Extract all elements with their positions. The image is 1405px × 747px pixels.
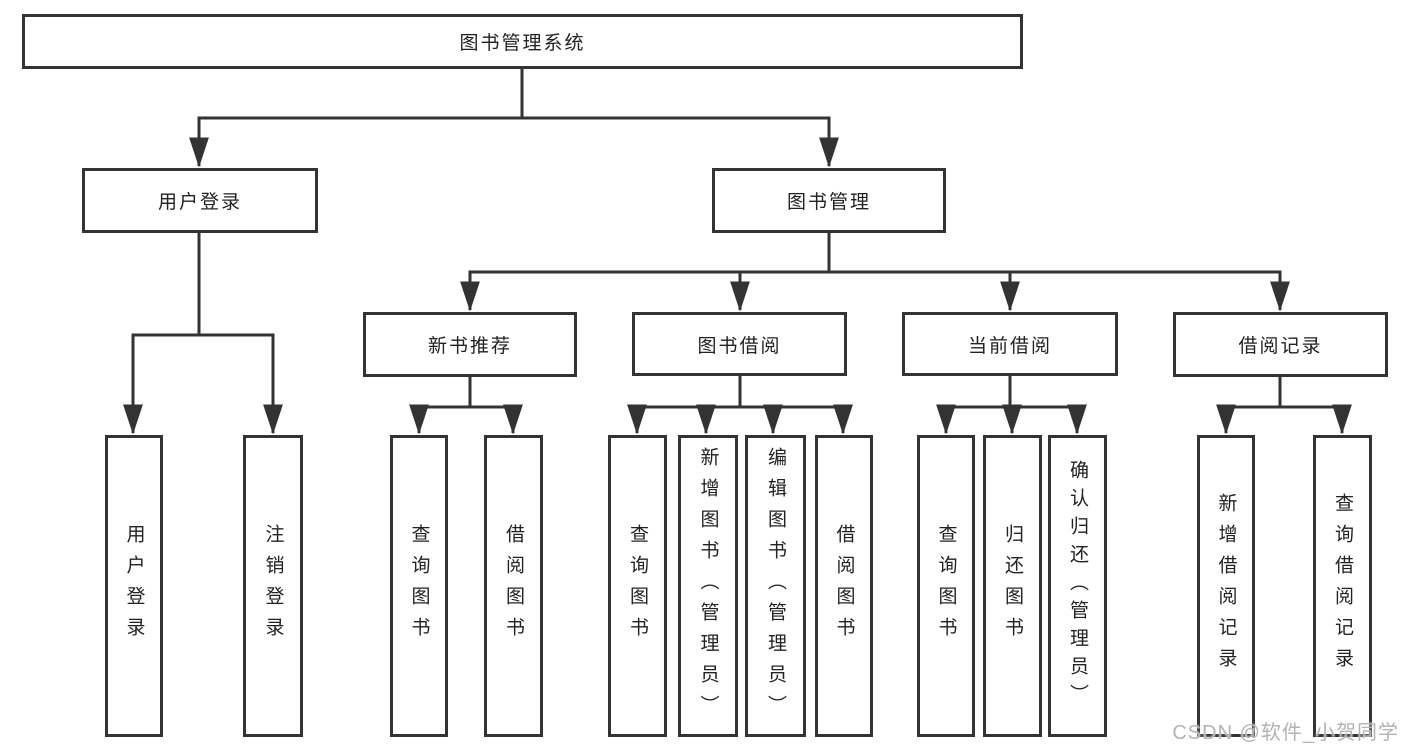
node-label: 图书管理 [786,192,871,213]
leaf-label: 新增借阅记录 [1215,493,1237,679]
node-label: 借阅记录 [1238,336,1323,357]
node-current-borrowing: 当前借阅 [902,312,1118,376]
leaf-add-books-admin: 新增图书（管理员） [678,435,738,737]
node-user-login: 用户登录 [82,168,318,233]
node-label: 当前借阅 [967,335,1052,357]
leaf-return-books: 归还图书 [983,435,1042,737]
node-new-book-recommendation: 新书推荐 [363,312,577,377]
leaf-label: 查询图书 [935,524,957,648]
leaf-user-login: 用户登录 [105,435,163,737]
node-book-borrowing: 图书借阅 [632,312,847,376]
leaf-label: 编辑图书（管理员） [765,446,786,726]
leaf-label: 新增图书（管理员） [697,446,719,726]
leaf-label: 确认归还（管理员） [1067,460,1088,712]
leaf-add-borrow-record: 新增借阅记录 [1197,435,1255,737]
leaf-borrow-books-newbook: 借阅图书 [484,435,543,737]
node-library-management-system: 图书管理系统 [22,14,1023,69]
leaf-query-books-current: 查询图书 [917,435,975,737]
node-book-management: 图书管理 [712,168,946,233]
leaf-query-books-borrow: 查询图书 [608,435,667,737]
leaf-confirm-return-admin: 确认归还（管理员） [1048,435,1107,737]
leaf-label: 查询图书 [408,524,430,648]
node-label: 新书推荐 [427,336,512,357]
csdn-watermark: CSDN @软件_小贺同学 [1172,722,1399,744]
leaf-label: 查询图书 [627,524,648,648]
leaf-label: 查询借阅记录 [1332,493,1353,679]
leaf-query-books-newbook: 查询图书 [390,435,448,737]
leaf-borrow-books-borrow: 借阅图书 [815,435,873,737]
leaf-label: 归还图书 [1002,524,1023,648]
leaf-label: 借阅图书 [503,524,524,648]
leaf-label: 借阅图书 [833,524,855,648]
node-label: 图书管理系统 [459,33,586,54]
leaf-query-borrow-record: 查询借阅记录 [1313,435,1372,737]
leaf-logout: 注销登录 [243,435,303,737]
node-label: 图书借阅 [697,335,782,357]
leaf-label: 用户登录 [123,524,145,648]
leaf-label: 注销登录 [262,524,284,648]
node-borrowing-records: 借阅记录 [1173,312,1388,377]
node-label: 用户登录 [157,192,242,213]
leaf-edit-books-admin: 编辑图书（管理员） [745,435,806,737]
